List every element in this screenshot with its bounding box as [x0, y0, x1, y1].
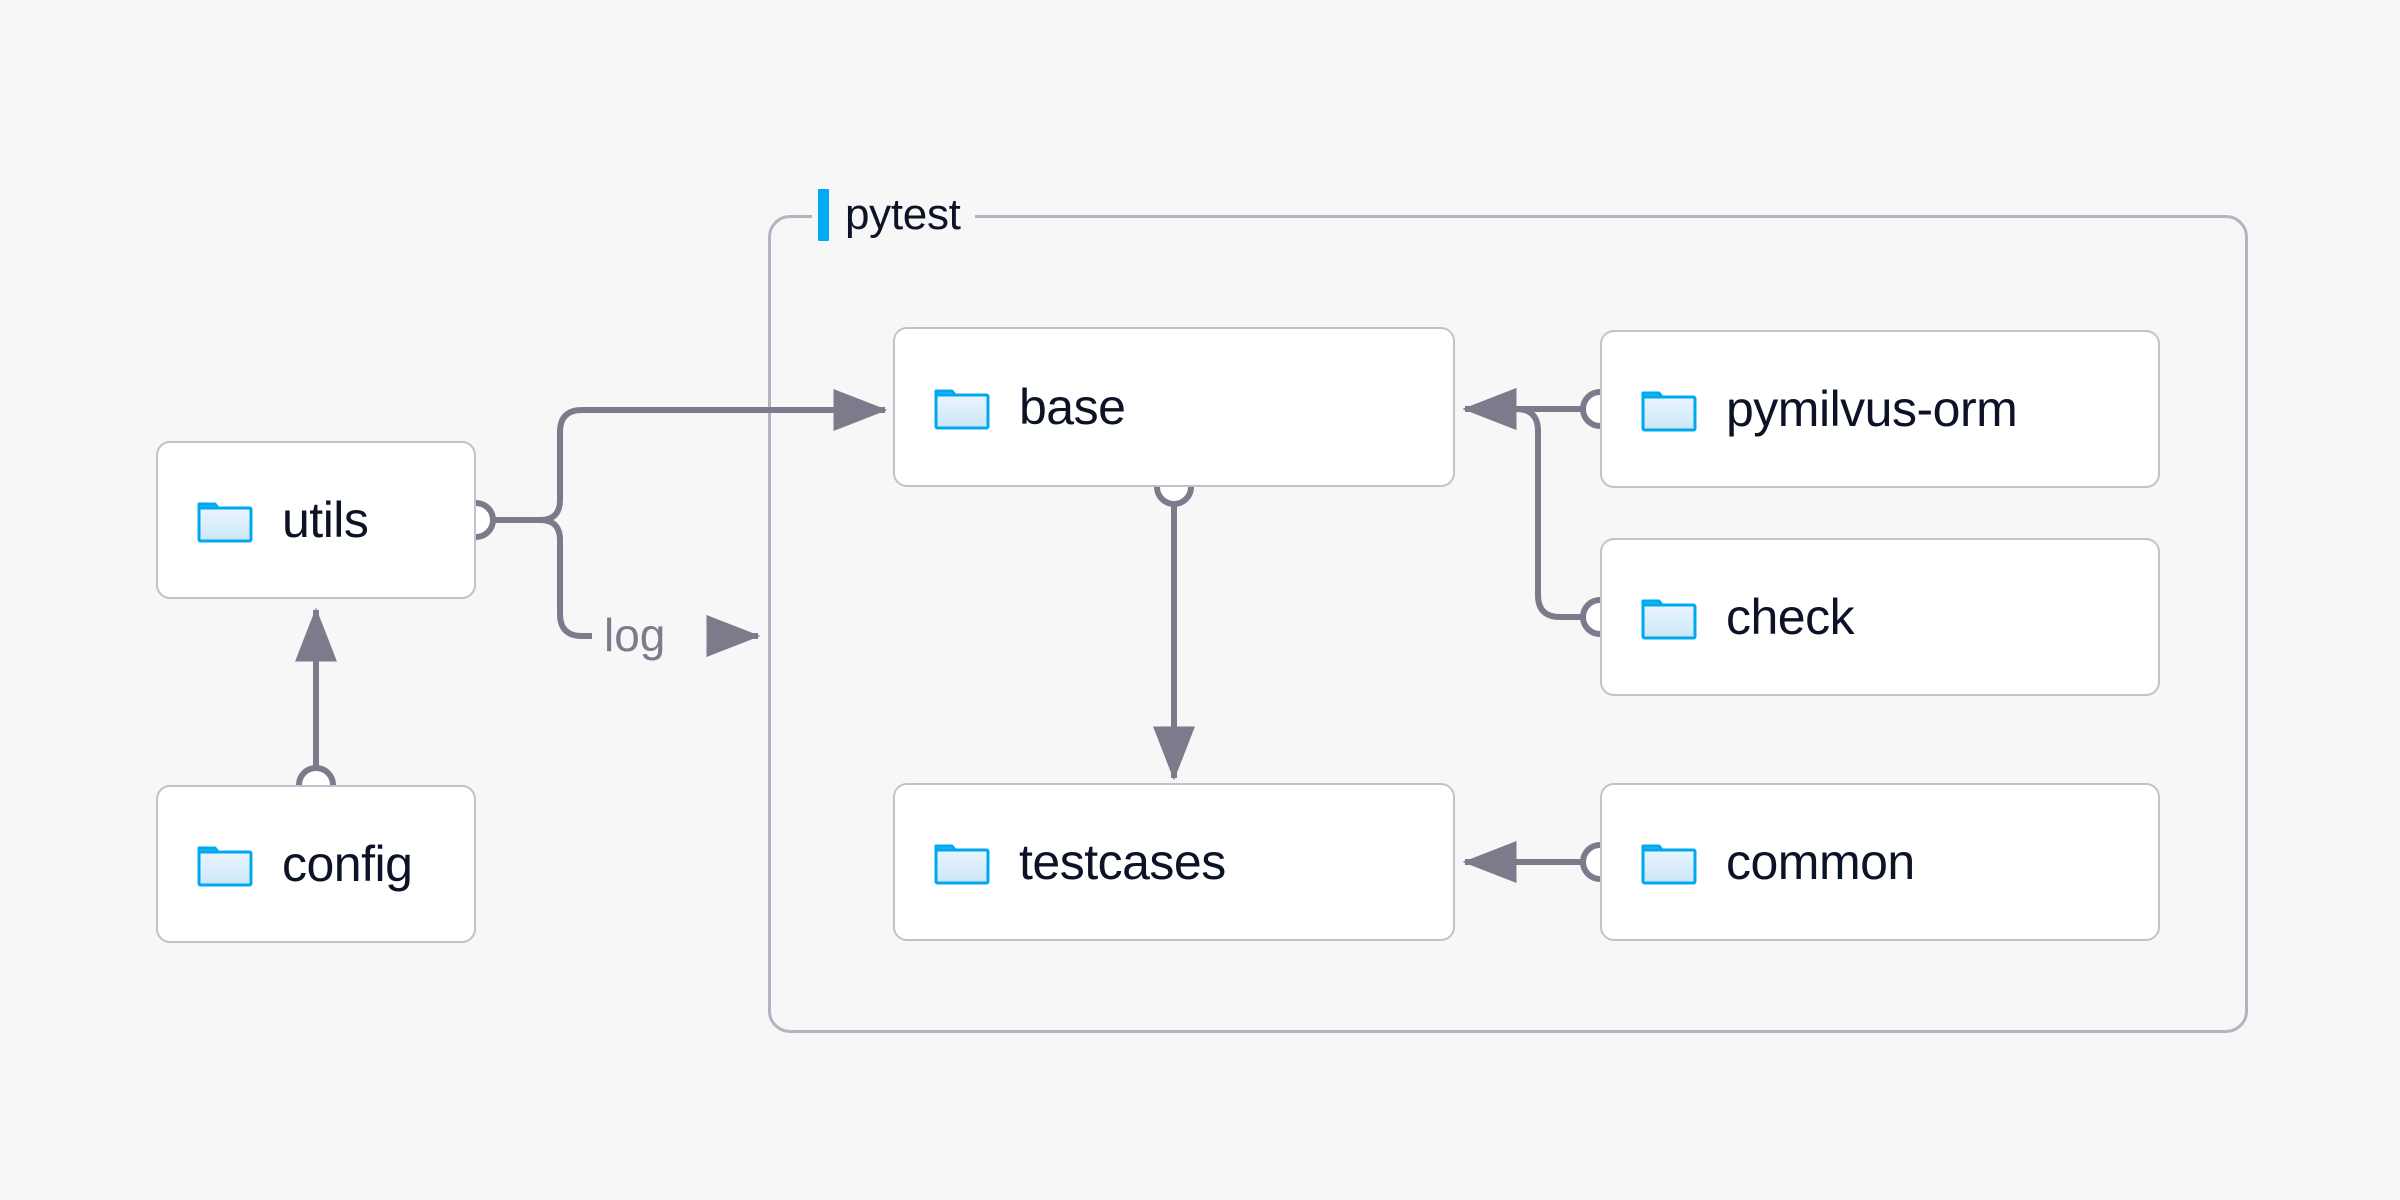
- folder-icon: [934, 844, 990, 885]
- folder-icon: [197, 502, 253, 543]
- edge-check-to-base: [1462, 388, 1584, 620]
- folder-icon: [1641, 599, 1697, 640]
- node-testcases[interactable]: testcases: [893, 783, 1455, 941]
- group-pytest-container: [768, 215, 2248, 1033]
- node-label: testcases: [1019, 834, 1226, 890]
- node-label: check: [1726, 589, 1855, 645]
- node-label: base: [1019, 379, 1126, 435]
- node-config[interactable]: config: [156, 785, 476, 943]
- node-label: config: [282, 836, 413, 892]
- folder-icon: [1641, 844, 1697, 885]
- group-pytest-label-wrap: pytest: [812, 187, 975, 243]
- node-common[interactable]: common: [1600, 783, 2160, 941]
- edge-label-log: log: [604, 609, 666, 661]
- node-base[interactable]: base: [893, 327, 1455, 487]
- edge-utils-to-base: [539, 389, 888, 523]
- folder-icon: [934, 389, 990, 430]
- node-check[interactable]: check: [1600, 538, 2160, 696]
- node-label: pymilvus-orm: [1726, 381, 2018, 437]
- group-pytest-label: pytest: [845, 190, 961, 239]
- node-label: utils: [282, 492, 369, 548]
- node-label: common: [1726, 834, 1915, 890]
- group-accent-bar: [818, 189, 829, 241]
- folder-icon: [197, 846, 253, 887]
- node-utils[interactable]: utils: [156, 441, 476, 599]
- edge-utils-to-log: [539, 517, 592, 639]
- node-pymilvus-orm[interactable]: pymilvus-orm: [1600, 330, 2160, 488]
- folder-icon: [1641, 391, 1697, 432]
